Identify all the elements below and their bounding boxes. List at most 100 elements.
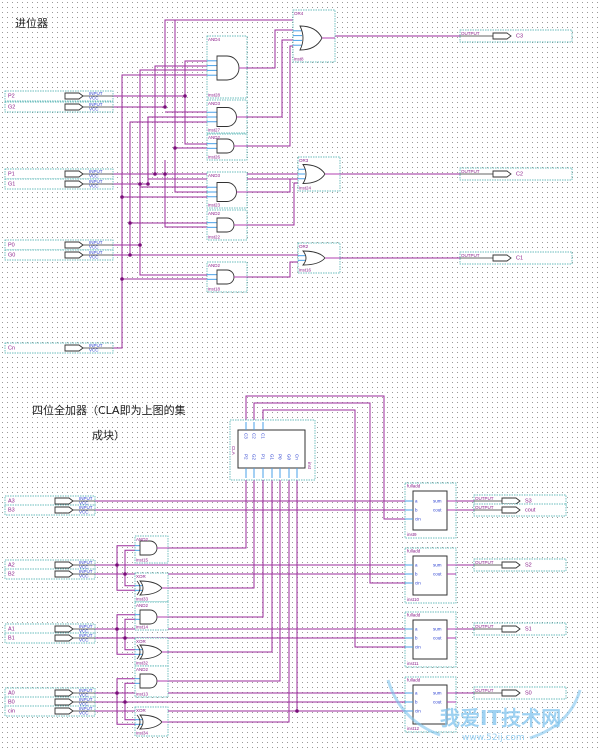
cla-instance-label: inst — [307, 462, 312, 470]
gate-type-label: AND2 — [208, 135, 221, 140]
output-pin-name: C2 — [516, 172, 523, 178]
wire — [116, 678, 135, 693]
wire — [129, 222, 207, 255]
cla-input-pin-label: P0 — [278, 454, 283, 460]
wire — [168, 478, 273, 653]
wire — [247, 182, 298, 226]
output-pin-symbol — [492, 170, 512, 178]
junction-dot — [138, 182, 142, 186]
input-pin-name: P0 — [8, 243, 15, 249]
output-pin-symbol — [501, 506, 521, 514]
wire — [168, 478, 281, 682]
wire — [124, 618, 135, 638]
and-gate-body — [139, 609, 158, 625]
input-pin-type: INPUT — [79, 505, 93, 510]
output-pin-name: C3 — [516, 34, 523, 40]
full-adder-input-label: cin — [415, 709, 421, 714]
input-pin-default: VCC — [79, 574, 89, 579]
junction-dot — [183, 94, 187, 98]
input-pin-default: VCC — [79, 565, 89, 570]
wire — [113, 74, 207, 349]
input-pin-type: INPUT — [89, 169, 103, 174]
input-pin-default: VCC — [79, 629, 89, 634]
input-pin-symbol — [64, 170, 84, 178]
input-pin-type: INPUT — [79, 706, 93, 711]
input-pin-symbol — [64, 180, 84, 188]
output-pin-box — [459, 251, 573, 265]
full-adder-input-label: cin — [415, 645, 421, 650]
input-pin-type: INPUT — [89, 250, 103, 255]
wire — [247, 29, 295, 69]
gate-instance-label: inst14 — [136, 625, 149, 630]
input-pin-default: VCC — [79, 702, 89, 707]
carry-section-title: 进位器 — [15, 16, 48, 30]
input-pin-name: B3 — [8, 508, 15, 514]
input-pin-default: VCC — [89, 348, 99, 353]
cla-input-pin-label: P2 — [244, 454, 249, 460]
gate-instance-label: inst13 — [136, 692, 149, 697]
input-pin-symbol — [54, 506, 74, 514]
output-pin-symbol — [501, 689, 521, 697]
wire — [247, 261, 298, 278]
and-gate-body — [216, 107, 237, 127]
gate-type-label: AND2 — [136, 603, 149, 608]
input-pin-symbol — [54, 698, 74, 706]
input-pin-name: P2 — [8, 94, 15, 100]
gate-type-label: XOR — [136, 574, 147, 579]
wire — [262, 409, 405, 648]
junction-dot — [123, 700, 127, 704]
cla-output-pin-label: C3 — [244, 433, 249, 439]
wire — [168, 478, 247, 549]
adder-section-title-line2: 成块） — [92, 429, 125, 442]
junction-dot — [163, 105, 167, 109]
wire — [124, 549, 135, 574]
and-gate[interactable]: AND2 inst14 — [134, 601, 169, 631]
gate-instance-label: inst34 — [136, 731, 149, 736]
and-gate-body — [216, 182, 237, 202]
xor-gate-body — [139, 714, 163, 730]
input-pin-type: INPUT — [79, 697, 93, 702]
full-adder-type-label: fulladd — [407, 613, 421, 618]
